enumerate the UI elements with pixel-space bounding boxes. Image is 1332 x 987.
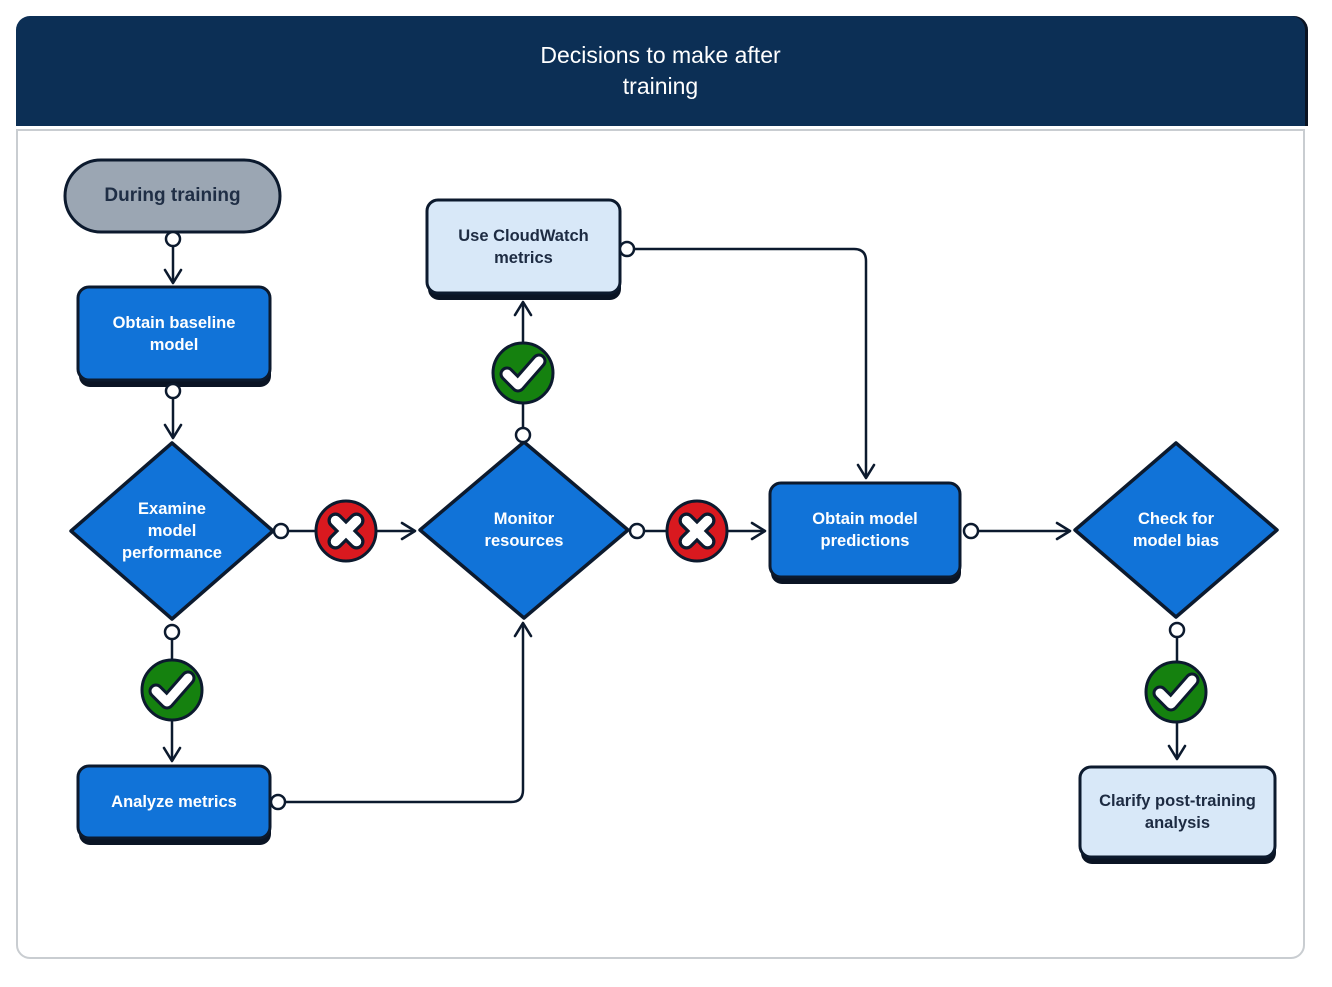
badge-success-bias-clarify [1144,660,1208,724]
connector-dot [164,230,182,248]
process-box-shape [76,285,272,382]
node-use-cloudwatch-metrics [425,198,622,300]
diagram-title: Decisions to make after training [540,42,781,99]
connector-dots [163,230,1186,811]
badge-failure-examine-monitor [314,499,378,563]
node-analyze-metrics [76,764,272,845]
badge-success-examine-analyze [140,658,204,722]
connector-dot [618,240,636,258]
node-examine-model-performance [69,441,275,621]
diagram-title-bar: Decisions to make after training [16,16,1305,126]
badge-failure-monitor-predictions [665,499,729,563]
badge-success-monitor-cloudwatch [491,341,555,405]
start-pill-shape [63,158,282,234]
edge-cloudwatch-to-predictions [634,247,876,480]
edge-analyze-to-monitor [285,621,533,804]
connector-dot [962,522,980,540]
process-box-shape [768,481,962,579]
check-icon [151,673,193,707]
node-obtain-model-predictions [768,481,962,584]
connector-dot [164,382,182,400]
connector-dot [628,522,646,540]
decision-diamond-shape [69,441,275,621]
node-clarify-post-training-analysis [1078,765,1277,864]
decision-diamond-shape [418,440,630,620]
node-during-training [63,158,282,234]
connector-dot [163,623,181,641]
decision-diamond-shape [1073,441,1279,619]
connector-dot [269,793,287,811]
process-box-shape [76,764,272,840]
node-monitor-resources [418,440,630,620]
x-icon [330,515,362,547]
check-icon [502,356,544,390]
output-box-shape [425,198,622,295]
node-check-for-model-bias [1073,441,1279,619]
connector-dot [272,522,290,540]
connector-dot [514,426,532,444]
connector-dot [1168,621,1186,639]
check-icon [1155,675,1197,709]
x-icon [681,515,713,547]
output-box-shape [1078,765,1277,859]
node-obtain-baseline-model [76,285,272,387]
